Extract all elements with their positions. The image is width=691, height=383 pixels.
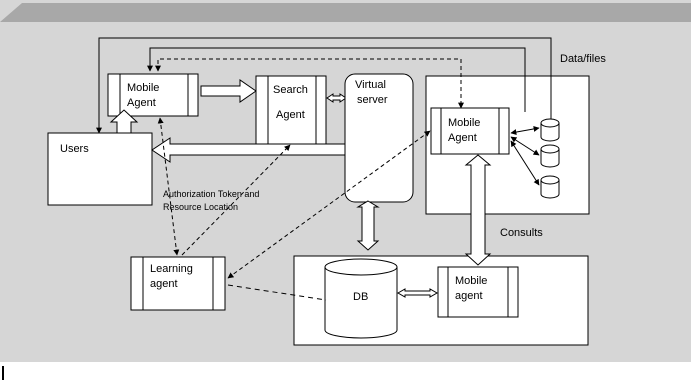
mobile-agent-top-box <box>107 73 199 117</box>
mobile-agent-right-label-2: Agent <box>448 132 477 144</box>
data-cylinder-3 <box>540 175 560 199</box>
top-band <box>0 3 691 22</box>
mobile-agent-data-link <box>147 47 526 112</box>
agent-data-link-1 <box>510 125 540 136</box>
users-box <box>47 132 153 206</box>
mobile-agent-top-label-2: Agent <box>127 97 156 109</box>
mobile-agent-bottom-label-1: Mobile <box>455 275 487 287</box>
search-agent-label-2: Agent <box>276 109 305 121</box>
consults-label: Consults <box>500 227 543 239</box>
data-cylinder-2 <box>540 144 560 168</box>
data-cylinder-1 <box>540 118 560 142</box>
mobile-to-search-arrow <box>200 79 257 103</box>
bottom-strip <box>0 362 691 383</box>
mobile-agent-top-label-1: Mobile <box>127 82 159 94</box>
agent-data-link-3 <box>510 140 540 186</box>
agent-agent-link <box>464 154 492 266</box>
users-to-mobile-agent-arrow <box>109 109 139 134</box>
mobile-agent-bottom-label-2: agent <box>455 290 483 302</box>
learning-agent-label-2: agent <box>150 278 178 290</box>
data-files-label: Data/files <box>560 53 606 65</box>
users-label: Users <box>60 143 89 155</box>
mobile-agent-right-box <box>430 107 510 155</box>
virtual-server-label-1: Virtual <box>355 79 386 91</box>
db-label: DB <box>353 291 368 303</box>
learning-db-dashed-link <box>227 284 327 301</box>
search-agent-label-1: Search <box>273 84 308 96</box>
authorization-label-1: Authorization Token and <box>163 189 259 199</box>
db-agent-link <box>396 288 439 298</box>
mobile-agent-bottom-box <box>437 266 519 318</box>
learning-agent-box <box>130 256 226 311</box>
learning-agent-label-1: Learning <box>150 263 193 275</box>
virtual-server-label-2: server <box>357 94 388 106</box>
text-cursor-mark <box>2 366 4 380</box>
mobile-agent-right-label-1: Mobile <box>448 117 480 129</box>
mobile-learning-dashed-link <box>157 117 180 256</box>
mobile-agent-dashed-loop <box>155 58 464 109</box>
authorization-label-2: Resource Location <box>163 202 238 212</box>
users-data-files-link <box>96 37 552 134</box>
